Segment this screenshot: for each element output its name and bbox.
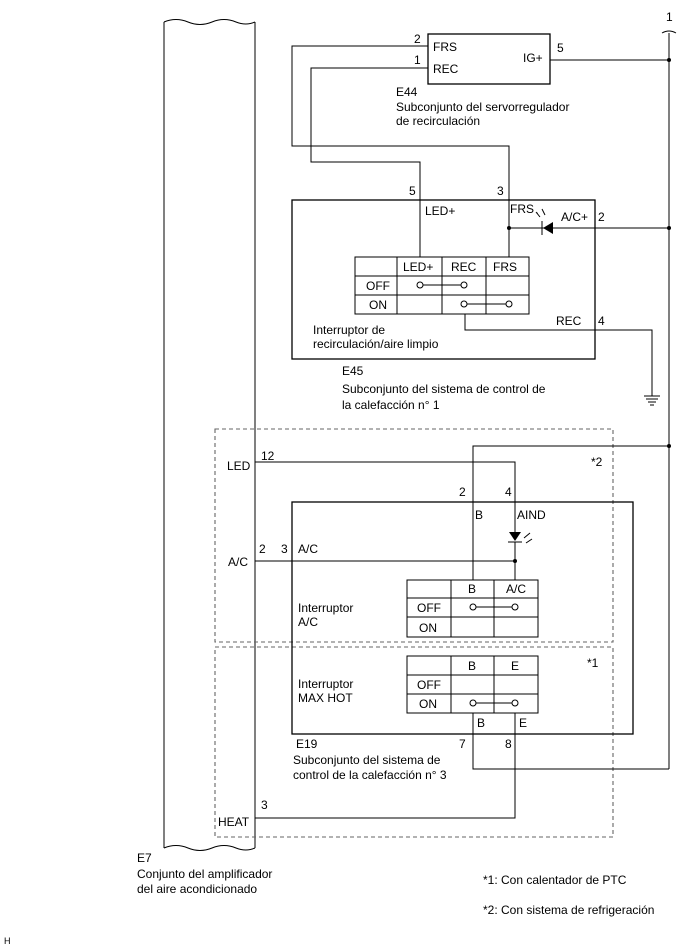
e19-pin-e-label: E (519, 716, 527, 730)
e45-pin-rec-number: 4 (598, 314, 605, 328)
e19-pin-ac-number: 3 (281, 542, 288, 556)
e45-switch-label-line2: recirculación/aire limpio (313, 337, 439, 351)
e44-pin-ig-label: IG+ (523, 51, 543, 65)
option-box-refrigeration (214, 428, 614, 643)
e19-name-line1: Subconjunto del sistema de (293, 753, 441, 767)
e7-pin-heat-label: HEAT (218, 815, 250, 829)
e45-pin-acp-number: 2 (598, 210, 605, 224)
e19-pin-aind-number: 4 (505, 485, 512, 499)
e19-maxhot-table-header-e: E (511, 659, 519, 673)
e19-pin-b2-number: 7 (459, 737, 466, 751)
e19-name-line2: control de la calefacción n° 3 (293, 768, 447, 782)
e19-maxhot-table-header-b: B (468, 659, 476, 673)
e19-component-box (291, 501, 634, 735)
footnote-2: *2: Con sistema de refrigeración (483, 903, 654, 917)
e45-switch-label-line1: Interruptor de (313, 323, 385, 337)
e7-amplifier-body (163, 19, 256, 851)
e45-table-header-ledp: LED+ (403, 260, 433, 274)
option-mark-1: *1 (587, 656, 599, 670)
e45-component-box (291, 199, 596, 360)
power-connector-mark (661, 30, 677, 34)
wire-b-power (472, 445, 669, 580)
ground-icon (644, 395, 660, 406)
e45-table-row-off: OFF (366, 279, 390, 293)
e7-pin-led-number: 12 (261, 449, 275, 463)
e44-name-line2: de recirculación (396, 114, 480, 128)
e7-pin-ac-number: 2 (259, 542, 266, 556)
e44-component-box (427, 33, 551, 85)
e44-code: E44 (396, 85, 418, 99)
wire-b2-power (472, 713, 669, 770)
power-connector-number: 1 (666, 10, 673, 24)
wire-heat (255, 713, 516, 819)
e45-pin-frs-label: FRS (510, 202, 534, 216)
e19-ac-switch-label-line2: A/C (298, 615, 318, 629)
e19-maxhot-switch-table (406, 655, 539, 714)
e19-maxhot-switch-contact-on (469, 699, 519, 707)
e45-code: E45 (342, 364, 364, 378)
e19-pin-b-number: 2 (459, 485, 466, 499)
e45-internal-rec (464, 314, 595, 331)
e45-pin-frs-number: 3 (497, 184, 504, 198)
e19-maxhot-table-row-off: OFF (417, 678, 441, 692)
wire-frs (291, 45, 510, 228)
option-mark-2: *2 (591, 455, 603, 469)
e45-pin-ledp-number: 5 (409, 184, 416, 198)
e19-ac-table-header-b: B (468, 582, 476, 596)
e44-pin-frs-number: 2 (414, 32, 421, 46)
e44-name-line1: Subconjunto del servorregulador (396, 100, 569, 114)
e44-pin-rec-label: REC (433, 62, 459, 76)
e45-name-line1: Subconjunto del sistema de control de (342, 382, 546, 396)
e45-table-row-on: ON (369, 298, 387, 312)
e19-pin-ac-label: A/C (298, 542, 318, 556)
wire-rec-ground (595, 329, 653, 396)
wire-led (255, 461, 516, 532)
e7-code: E7 (137, 851, 152, 865)
option-box-ptc-heater (214, 646, 614, 838)
footnote-1: *1: Con calentador de PTC (483, 873, 627, 887)
e19-ac-table-header-ac: A/C (506, 582, 526, 596)
e19-ac-table-row-on: ON (419, 621, 437, 635)
e44-pin-ig-number: 5 (557, 41, 564, 55)
e7-pin-led-label: LED (227, 459, 251, 473)
wire-rec (310, 67, 428, 200)
e19-ac-table-row-off: OFF (417, 601, 441, 615)
junction-dot (513, 559, 517, 563)
e19-pin-aind-label: AIND (517, 508, 546, 522)
e44-pin-frs-label: FRS (433, 40, 457, 54)
e7-pin-heat-number: 3 (261, 798, 268, 812)
e19-pin-e-number: 8 (505, 737, 512, 751)
e45-pin-ledp-label: LED+ (425, 204, 455, 218)
e45-pin-acp-label: A/C+ (561, 210, 588, 224)
e45-name-line2: la calefacción n° 1 (342, 398, 440, 412)
e19-ac-switch-contact-off (469, 603, 519, 611)
e45-indicator-led-icon (535, 208, 553, 235)
e45-table-header-rec: REC (451, 260, 477, 274)
e19-maxhot-switch-label-line2: MAX HOT (298, 691, 353, 705)
figure-code: H (4, 936, 11, 946)
e7-name-line1: Conjunto del amplificador (137, 867, 272, 881)
e45-table-header-frs: FRS (493, 260, 517, 274)
e7-pin-ac-label: A/C (228, 555, 248, 569)
e19-ac-switch-table (406, 579, 539, 638)
e19-maxhot-table-row-on: ON (419, 697, 437, 711)
e44-pin-rec-number: 1 (414, 53, 421, 67)
e45-switch-contact-on (460, 300, 513, 308)
e19-code: E19 (296, 737, 318, 751)
e19-maxhot-switch-label-line1: Interruptor (298, 677, 353, 691)
e45-switch-contact-off (416, 281, 468, 289)
e7-name-line2: del aire acondicionado (137, 882, 257, 896)
e19-pin-b-label: B (475, 508, 483, 522)
e19-ac-switch-label-line1: Interruptor (298, 601, 353, 615)
e19-aind-led-icon (508, 532, 533, 544)
e45-pin-rec-label: REC (556, 314, 582, 328)
e19-pin-b2-label: B (477, 716, 485, 730)
